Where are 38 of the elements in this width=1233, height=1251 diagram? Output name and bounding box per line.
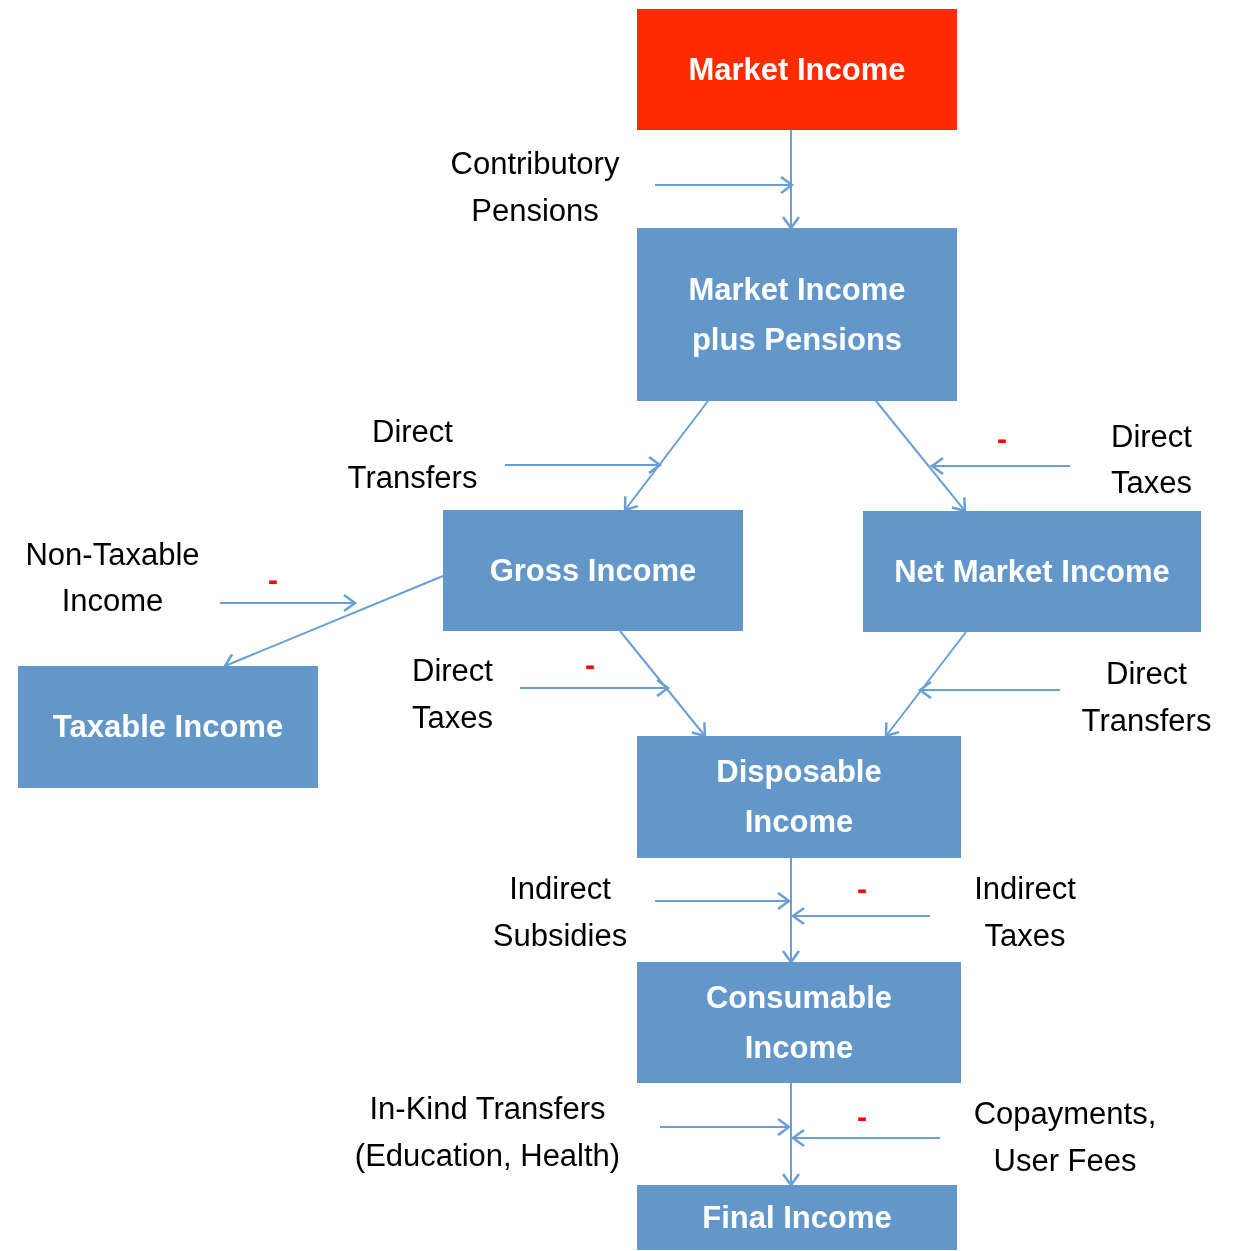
arrow — [519, 678, 670, 698]
income-box: Disposable Income — [637, 736, 961, 858]
arrow — [781, 1082, 801, 1187]
flow-label: Indirect Subsidies — [465, 860, 655, 965]
flow-label: Indirect Taxes — [930, 860, 1120, 965]
income-box: Consumable Income — [637, 962, 961, 1083]
arrow — [781, 129, 801, 230]
arrow — [619, 630, 707, 738]
income-box: Final Income — [637, 1185, 957, 1250]
arrow — [504, 455, 662, 475]
arrow — [884, 631, 967, 738]
flow-label: Direct Transfers — [320, 405, 505, 505]
income-box: Gross Income — [443, 510, 743, 631]
arrow — [930, 456, 1071, 476]
flow-label: Non-Taxable Income — [5, 528, 220, 628]
flow-label: Direct Transfers — [1060, 645, 1233, 750]
income-box: Net Market Income — [863, 511, 1201, 632]
flow-label: In-Kind Transfers (Education, Health) — [315, 1080, 660, 1185]
income-box: Market Income — [637, 9, 957, 130]
arrow — [623, 400, 709, 512]
arrow — [918, 680, 1061, 700]
income-box: Taxable Income — [18, 666, 318, 788]
flow-label: Direct Taxes — [385, 642, 520, 747]
arrow — [875, 400, 967, 513]
arrow — [654, 891, 791, 911]
arrow — [659, 1117, 791, 1137]
minus-sign: - — [857, 874, 867, 904]
arrow — [791, 1128, 941, 1148]
minus-sign: - — [268, 565, 278, 595]
income-box: Market Income plus Pensions — [637, 228, 957, 401]
arrow — [781, 857, 801, 964]
minus-sign: - — [997, 424, 1007, 454]
flow-label: Direct Taxes — [1070, 410, 1233, 510]
minus-sign: - — [585, 650, 595, 680]
arrow — [654, 175, 794, 195]
arrow — [791, 906, 931, 926]
minus-sign: - — [857, 1102, 867, 1132]
arrow — [219, 593, 357, 613]
